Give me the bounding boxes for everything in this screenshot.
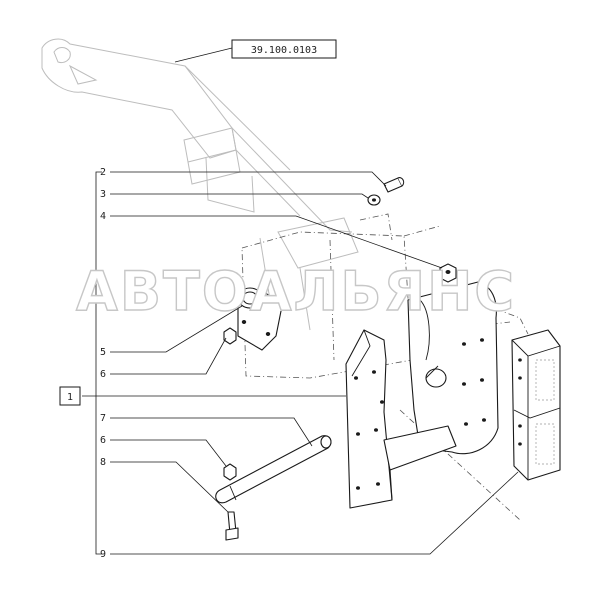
- callout-6-lower: 6: [100, 435, 106, 446]
- lamp-unit-part: [511, 329, 561, 481]
- tow-hook-part: [345, 329, 457, 509]
- callout-4: 4: [100, 211, 106, 222]
- assembly-label: 1: [67, 392, 73, 403]
- callout-3: 3: [100, 189, 106, 200]
- nut-part-upper: [223, 327, 237, 345]
- callout-6-upper: 6: [100, 369, 106, 380]
- callout-7: 7: [100, 413, 106, 424]
- washer-part: [367, 194, 381, 206]
- callout-8: 8: [100, 457, 106, 468]
- leader-lines: [82, 171, 519, 555]
- callout-5: 5: [100, 347, 106, 358]
- callout-9: 9: [100, 549, 106, 560]
- reference-label: 39.100.0103: [251, 45, 317, 56]
- assembly-bracket: [95, 171, 102, 555]
- nut-part: [439, 263, 457, 283]
- callout-2: 2: [100, 167, 106, 178]
- screw-part: [225, 511, 239, 541]
- watermark-text: АВТОАЛЬЯНС: [76, 260, 516, 323]
- bushing-plate-part: [237, 287, 283, 351]
- assembly-box: [59, 386, 81, 406]
- ghost-beam: [41, 38, 359, 331]
- reference-box: [231, 39, 337, 59]
- callout-numbers: 2 3 4 5 6 7 6 8 9: [100, 167, 106, 560]
- nut-part-lower: [223, 463, 237, 481]
- assembly-callout: 1: [59, 386, 81, 406]
- mounting-plate-part: [407, 281, 499, 455]
- bolt-part: [383, 177, 405, 193]
- reference-callout: 39.100.0103: [174, 39, 337, 63]
- pin-part: [215, 435, 332, 504]
